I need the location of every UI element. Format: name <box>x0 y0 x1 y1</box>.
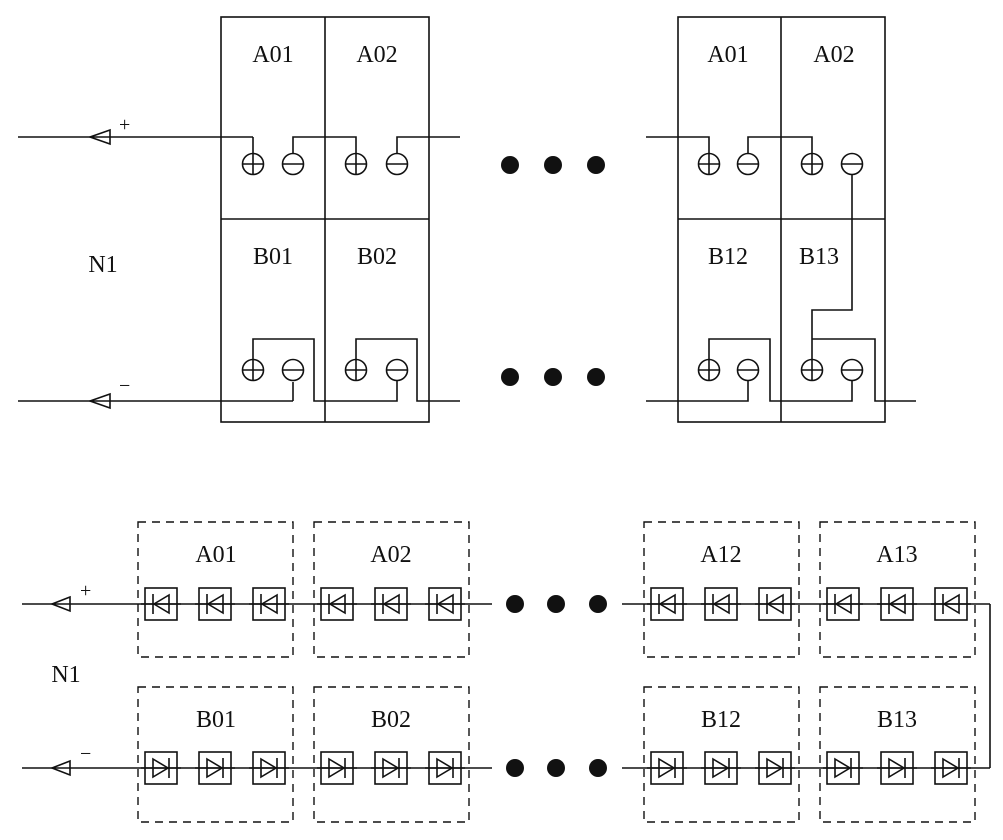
diode-icon <box>317 751 357 785</box>
circle-plus-icon <box>800 358 824 382</box>
top-diagram: A01 A02 B01 B02 A01 A02 B12 B13 + − <box>18 16 916 423</box>
module-label-a12: A12 <box>700 542 741 568</box>
module-label-b13: B13 <box>799 244 839 270</box>
module-box-a12 <box>643 521 800 658</box>
module-box-b13 <box>819 686 976 823</box>
diode-icon <box>249 751 289 785</box>
diode-icon <box>701 587 741 621</box>
circle-minus-icon <box>736 152 760 176</box>
positive-sign: + <box>119 114 130 136</box>
open-arrow-icon <box>49 595 71 613</box>
group-label-n1-bottom: N1 <box>51 662 80 688</box>
module-label-a02-right: A02 <box>813 42 854 68</box>
module-label-a01: A01 <box>252 42 293 68</box>
circle-plus-icon <box>800 152 824 176</box>
ellipsis-dots-icon <box>506 595 607 613</box>
top-negative-lead: − <box>18 375 294 410</box>
diode-icon <box>371 751 411 785</box>
diode-icon <box>425 751 465 785</box>
bottom-top-row-modules: A01 A02 A12 A13 <box>137 521 976 658</box>
diode-icon <box>755 751 795 785</box>
module-label-b13-bottom: B13 <box>877 707 917 733</box>
diode-icon <box>647 587 687 621</box>
diode-icon <box>877 751 917 785</box>
diode-icon <box>195 751 235 785</box>
left-top-terminals <box>241 136 460 176</box>
circle-minus-icon <box>281 152 305 176</box>
diode-icon <box>141 587 181 621</box>
circle-plus-icon <box>344 152 368 176</box>
circle-plus-icon <box>241 152 265 176</box>
module-label-b02: B02 <box>357 244 397 270</box>
diode-icon <box>823 751 863 785</box>
diode-icon <box>647 751 687 785</box>
diode-icon <box>931 587 971 621</box>
module-box-a13 <box>819 521 976 658</box>
bottom-negative-lead: − <box>49 743 91 777</box>
open-arrow-icon <box>87 392 111 410</box>
circle-plus-icon <box>344 358 368 382</box>
module-box-a02 <box>313 521 470 658</box>
circle-minus-icon <box>281 358 305 382</box>
circle-plus-icon <box>697 358 721 382</box>
module-label-b01: B01 <box>253 244 293 270</box>
module-label-b12: B12 <box>708 244 748 270</box>
diode-icon <box>425 587 465 621</box>
module-box-b01 <box>137 686 294 823</box>
diode-icon <box>755 587 795 621</box>
right-bottom-terminals <box>646 338 916 402</box>
diode-icon <box>371 587 411 621</box>
diode-icon <box>823 587 863 621</box>
ellipsis-dots-icon <box>501 156 605 174</box>
diode-icon <box>701 751 741 785</box>
module-box-a01 <box>137 521 294 658</box>
module-label-b02-bottom: B02 <box>371 707 411 733</box>
module-label-a01-right: A01 <box>707 42 748 68</box>
diode-icon <box>141 751 181 785</box>
circle-minus-icon <box>840 152 864 176</box>
right-module-block: A01 A02 B12 B13 <box>677 16 886 423</box>
negative-sign: − <box>119 375 130 397</box>
ellipsis-dots-icon <box>506 759 607 777</box>
diode-icon <box>317 587 357 621</box>
right-top-terminals <box>646 136 864 360</box>
module-label-a02-bottom: A02 <box>370 542 411 568</box>
diode-icon <box>249 587 289 621</box>
bottom-positive-lead: + <box>49 580 91 613</box>
module-label-a13: A13 <box>876 542 917 568</box>
bottom-bottom-row-modules: B01 B02 B12 B13 <box>137 686 976 823</box>
module-box-b02 <box>313 686 470 823</box>
diode-icon <box>931 751 971 785</box>
module-label-b12-bottom: B12 <box>701 707 741 733</box>
diode-icon <box>877 587 917 621</box>
bypass-diodes-top-row <box>141 587 971 621</box>
negative-sign-bottom: − <box>80 743 91 765</box>
bottom-string-wires <box>22 603 991 769</box>
diode-icon <box>195 587 235 621</box>
open-arrow-icon <box>87 128 111 146</box>
bypass-diodes-bottom-row <box>141 751 971 785</box>
positive-sign-bottom: + <box>80 580 91 602</box>
circle-minus-icon <box>736 358 760 382</box>
module-label-a01-bottom: A01 <box>195 542 236 568</box>
circle-minus-icon <box>385 152 409 176</box>
circle-minus-icon <box>385 358 409 382</box>
module-label-a02: A02 <box>356 42 397 68</box>
open-arrow-icon <box>49 759 71 777</box>
bottom-diagram: A01 A02 A12 A13 B01 B02 B12 B13 <box>22 521 991 823</box>
circle-minus-icon <box>840 358 864 382</box>
ellipsis-dots-icon <box>501 368 605 386</box>
circle-plus-icon <box>241 358 265 382</box>
module-box-b12 <box>643 686 800 823</box>
circle-plus-icon <box>697 152 721 176</box>
left-bottom-terminals <box>241 338 460 402</box>
left-module-block: A01 A02 B01 B02 <box>220 16 430 423</box>
top-positive-lead: + <box>18 114 254 153</box>
module-label-b01-bottom: B01 <box>196 707 236 733</box>
group-label-n1: N1 <box>88 252 117 278</box>
